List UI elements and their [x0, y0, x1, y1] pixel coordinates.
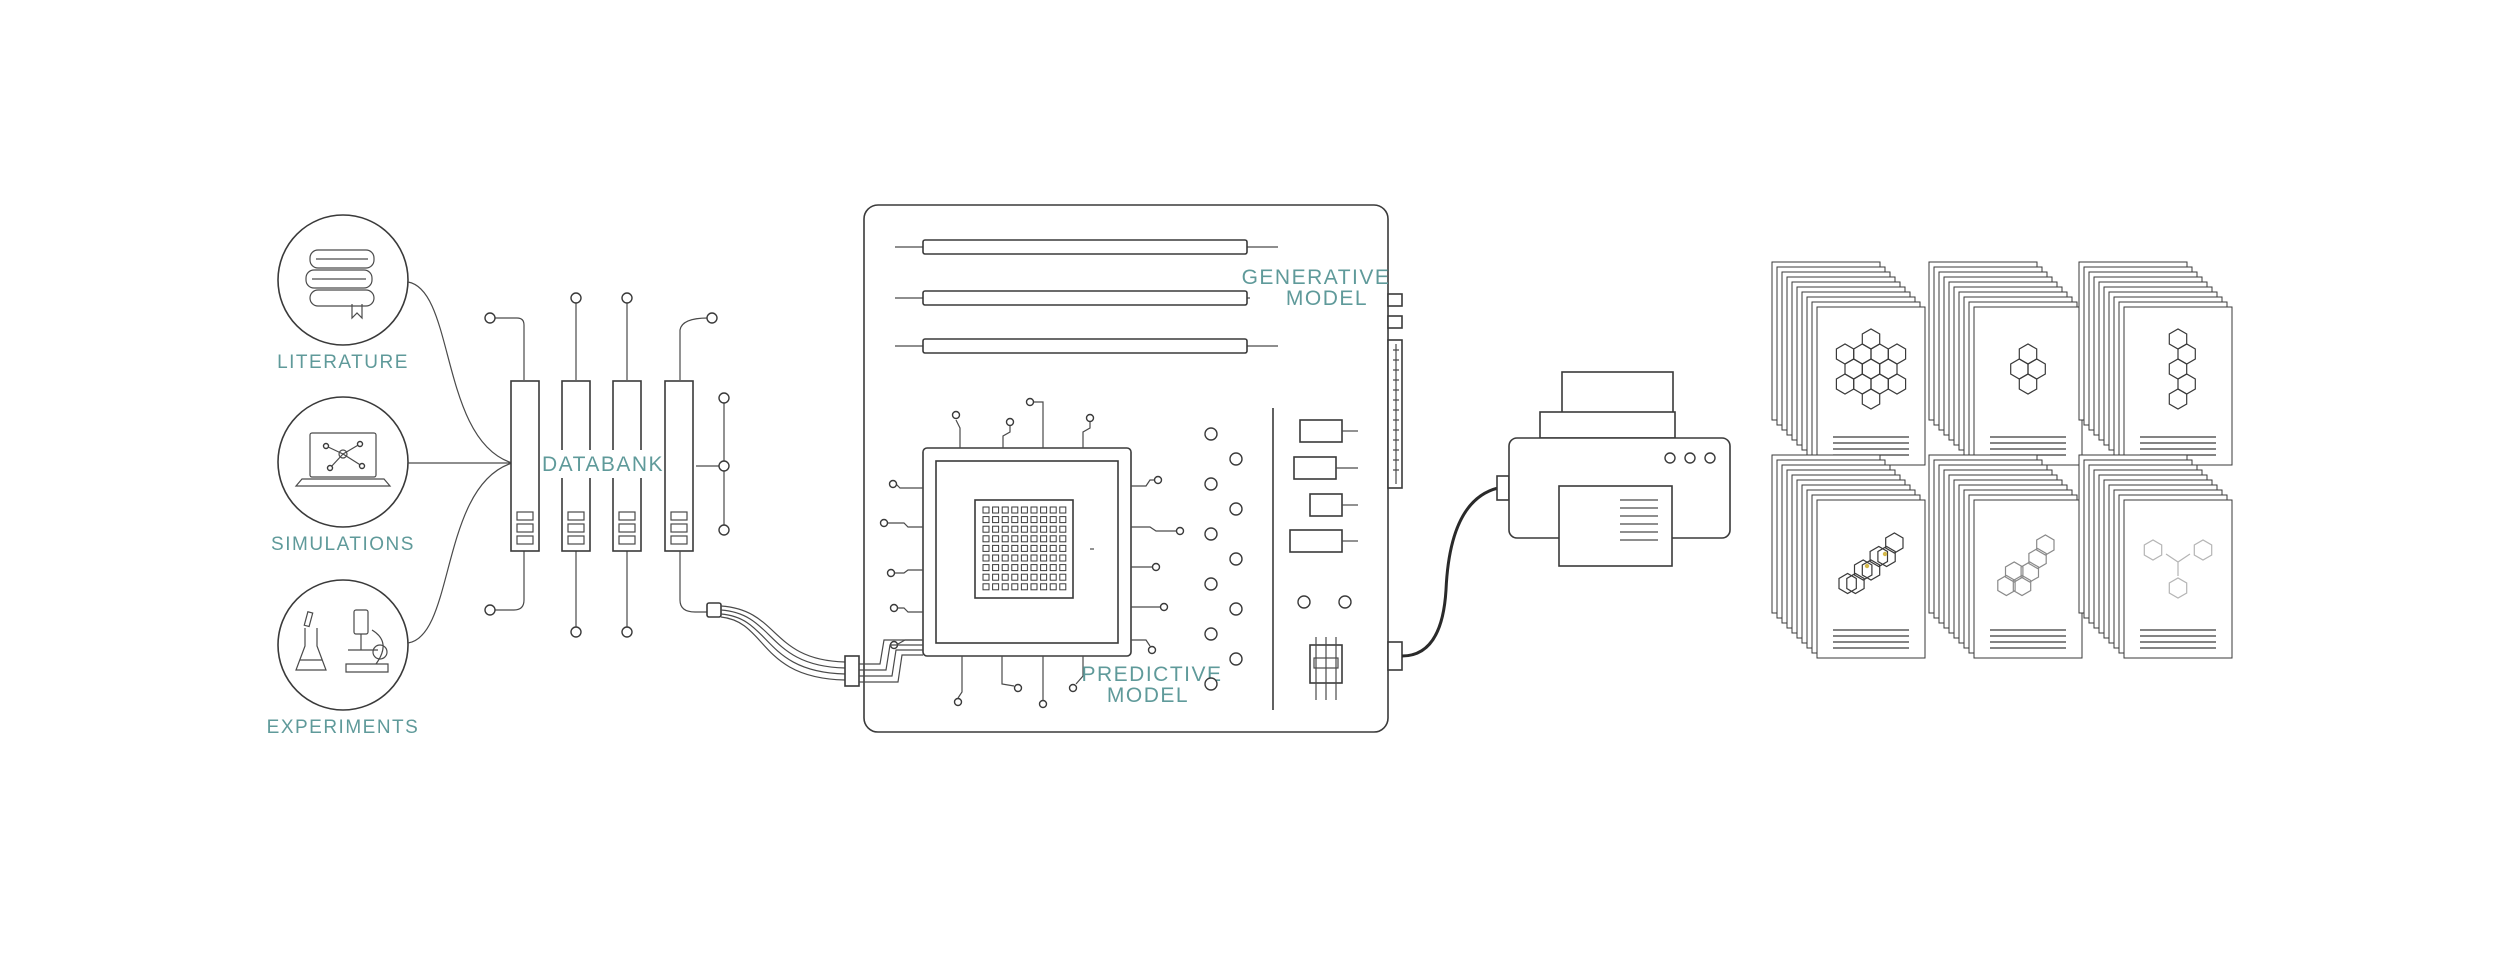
source-simulations-label: SIMULATIONS	[271, 534, 415, 555]
generated-molecule-documents	[1771, 261, 2233, 659]
source-experiments-label: EXPERIMENTS	[267, 717, 420, 738]
lab-microscope-icon	[295, 609, 389, 673]
document-stack	[1771, 261, 1926, 466]
predictive-model-label-2: MODEL	[1107, 684, 1189, 707]
source-literature-label: LITERATURE	[277, 352, 409, 373]
document-stack	[1928, 261, 2083, 466]
source-literature: LITERATURE	[277, 214, 409, 373]
generative-model-label-1: GENERATIVE	[1242, 266, 1391, 289]
books-icon	[305, 249, 375, 320]
document-stack	[1771, 454, 1926, 659]
databank: DATABANK	[484, 292, 730, 638]
document-stack	[1928, 454, 2083, 659]
printer	[1401, 371, 1731, 658]
side-ports	[1387, 293, 1403, 671]
document-stack	[2078, 261, 2233, 466]
source-simulations: SIMULATIONS	[271, 396, 415, 555]
chip-grid	[982, 506, 1067, 591]
control-switches	[1289, 419, 1358, 700]
model-machine: GENERATIVE MODEL	[859, 204, 1403, 733]
source-connectors	[407, 281, 513, 644]
predictive-model-label-1: PREDICTIVE	[1081, 663, 1222, 686]
databank-label: DATABANK	[542, 453, 664, 476]
predictive-chip	[879, 397, 1185, 709]
databank-slots	[516, 511, 688, 545]
document-stack	[2078, 454, 2233, 659]
databank-pins	[484, 292, 730, 638]
indicator-lights	[1204, 427, 1243, 691]
generative-model-label-2: MODEL	[1286, 287, 1368, 310]
laptop-network-icon	[294, 432, 392, 487]
source-experiments: EXPERIMENTS	[267, 579, 420, 738]
data-cable	[679, 551, 860, 687]
generative-model: GENERATIVE MODEL	[895, 239, 1391, 354]
